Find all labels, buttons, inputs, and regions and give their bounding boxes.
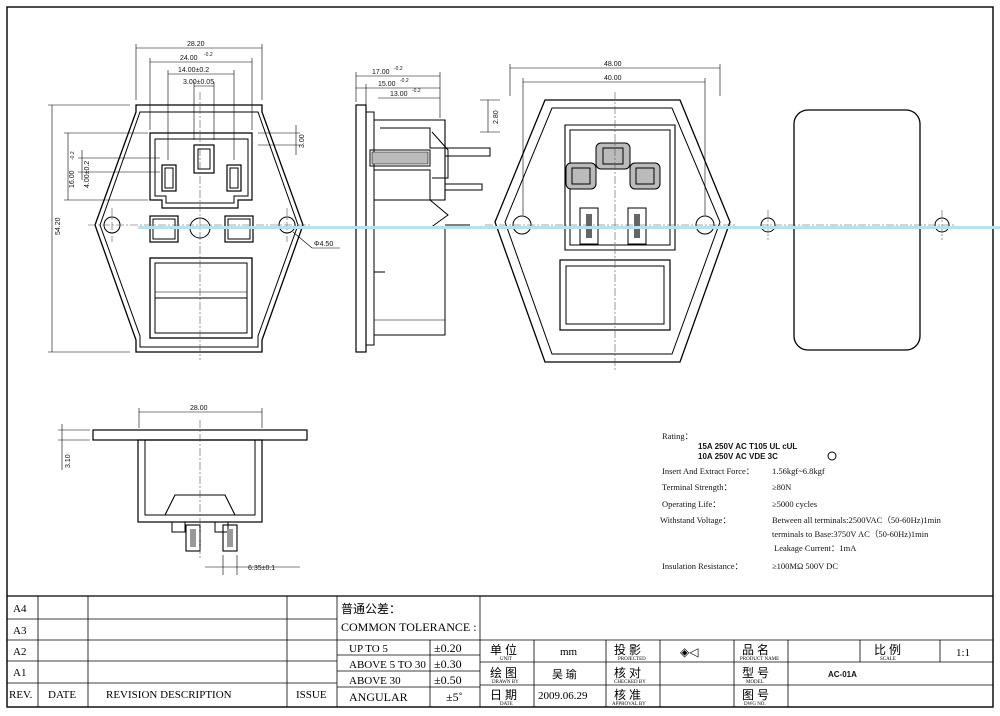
projected-cn: 投 影 (614, 642, 641, 657)
projection-symbol-icon: ◈◁ (680, 645, 699, 659)
spec-life-value: ≥5000 cycles (772, 499, 817, 509)
drawn-value: 吴 瑜 (552, 667, 577, 681)
dim-front-h1-tol: -0.2 (70, 151, 76, 160)
date-value: 2009.06.29 (538, 690, 588, 702)
drawn-cn: 绘 图 (490, 665, 517, 680)
drawn-en: DRAWN BY (492, 680, 519, 685)
unit-value: mm (560, 646, 578, 658)
spec-insulation-value: ≥100MΩ 500V DC (772, 561, 838, 571)
product-en: PRODUCT NAME (740, 657, 779, 662)
dim-rear-w1: 48.00 (604, 61, 622, 68)
date-cn: 日 期 (490, 688, 517, 702)
tolerance-title-en: COMMON TOLERANCE : (341, 620, 477, 634)
projected-en: PROJECTED (618, 657, 646, 662)
unit-en: UNIT (500, 657, 512, 662)
spec-withstand-label: Withstand Voltage： (660, 515, 731, 525)
spec-terminal-value: ≥80N (772, 482, 791, 492)
product-cn: 品 名 (742, 642, 769, 657)
date-en: DATE (500, 702, 513, 707)
dim-bottom-w: 28.00 (190, 405, 208, 412)
dim-side-d4: 2.80 (493, 110, 500, 124)
dim-bottom-pin: 6.35±0.1 (248, 565, 275, 572)
bottom-view: 28.00 3.10 6.35±0.1 (58, 405, 308, 575)
spec-terminal-label: Terminal Strength： (662, 482, 732, 492)
model-value: AC-01A (828, 670, 857, 679)
dim-side-d2-tol: -0.2 (400, 78, 409, 84)
spec-life-label: Operating Life： (662, 499, 721, 509)
rev-row-a4: A4 (13, 603, 27, 615)
rev-row-a2: A2 (13, 646, 26, 658)
spec-insert-label: Insert And Extract Force： (662, 466, 754, 476)
dim-hole-dia: Φ4.50 (314, 241, 333, 248)
front-view (48, 44, 340, 360)
dim-front-w2-tol: -0.2 (204, 52, 213, 58)
scale-value: 1:1 (956, 647, 970, 659)
model-cn: 型 号 (742, 666, 769, 680)
spec-withstand-value2: terminals to Base:3750V AC（50-60Hz)1min (772, 529, 929, 539)
sheet-border (6, 6, 994, 708)
checked-cn: 核 对 (614, 666, 641, 680)
side-view: 17.00 -0.2 15.00 -0.2 13.00 -0.2 2.80 (355, 66, 500, 353)
spec-leakage: Leakage Current：1mA (774, 543, 857, 553)
rev-header-rev: REV. (9, 689, 33, 701)
spec-withstand-value1: Between all terminals:2500VAC（50-60Hz)1m… (772, 515, 942, 525)
rear-view: 48.00 40.00 (485, 61, 735, 370)
panel-cutout-view (760, 109, 955, 351)
tolerance-value-1: ±0.30 (434, 657, 462, 671)
spec-rating-label: Rating： (662, 431, 693, 441)
approval-en: APPROVAL BY (612, 702, 646, 707)
dim-front-h2: 4.00±0.2 (84, 161, 91, 188)
dim-front-h3: 3.00 (299, 134, 306, 148)
tolerance-range-2: ABOVE 30 (349, 675, 401, 687)
rev-header-issue: ISSUE (296, 689, 327, 701)
unit-cn: 单 位 (490, 642, 517, 657)
dim-side-d3-tol: -0.2 (412, 88, 421, 94)
dim-front-h1: 16.00 (69, 170, 76, 188)
scale-en: SCALE (880, 657, 896, 662)
tolerance-value-2: ±0.50 (434, 673, 462, 687)
scale-cn: 比 例 (874, 643, 901, 657)
title-block: A4 A3 A2 A1 REV. DATE REVISION DESCRIPTI… (7, 595, 993, 707)
dim-front-w2: 24.00 (180, 55, 198, 62)
front-dimensions: 28.20 24.00 -0.2 14.00±0.2 3.00±0.05 54.… (55, 41, 333, 248)
checked-en: CHECKED BY (614, 680, 646, 685)
tolerance-title-cn: 普通公差： (341, 602, 401, 616)
dim-front-w1: 28.20 (187, 41, 205, 48)
dim-side-d1: 17.00 (372, 69, 390, 76)
dwg-cn: 图 号 (742, 688, 769, 702)
rev-header-desc: REVISION DESCRIPTION (106, 689, 232, 701)
specifications: Rating： 15A 250V AC T105 UL cUL 10A 250V… (660, 431, 942, 571)
dim-side-d3: 13.00 (390, 91, 408, 98)
rev-header-date: DATE (48, 689, 76, 701)
terminal-cluster (565, 142, 661, 190)
spec-rating-line2: 10A 250V AC VDE 3C (698, 452, 778, 461)
tolerance-value-3: ±5˚ (446, 690, 463, 704)
dim-bottom-h: 3.10 (65, 454, 72, 468)
ccc-mark-icon (827, 451, 837, 461)
rev-row-a3: A3 (13, 625, 27, 637)
model-en: MODEL (746, 680, 764, 685)
tolerance-range-3: ANGULAR (349, 690, 408, 704)
dim-rear-w2: 40.00 (604, 75, 622, 82)
tolerance-range-0: UP TO 5 (349, 643, 388, 655)
highlight-line (138, 226, 1000, 229)
dim-side-d2: 15.00 (378, 81, 396, 88)
approval-cn: 核 准 (614, 688, 641, 702)
dim-front-h-total: 54.20 (55, 217, 62, 235)
tolerance-value-0: ±0.20 (434, 641, 462, 655)
dim-side-d1-tol: -0.2 (394, 66, 403, 72)
dim-front-w4: 3.00±0.05 (183, 79, 214, 86)
spec-rating-line1: 15A 250V AC T105 UL cUL (698, 442, 797, 451)
dwg-en: DWG NO. (744, 702, 766, 707)
spec-insert-value: 1.56kgf~6.8kgf (772, 466, 825, 476)
spec-insulation-label: Insulation Resistance： (662, 561, 743, 571)
tolerance-range-1: ABOVE 5 TO 30 (349, 659, 426, 671)
rev-row-a1: A1 (13, 667, 26, 679)
dim-front-w3: 14.00±0.2 (178, 67, 209, 74)
